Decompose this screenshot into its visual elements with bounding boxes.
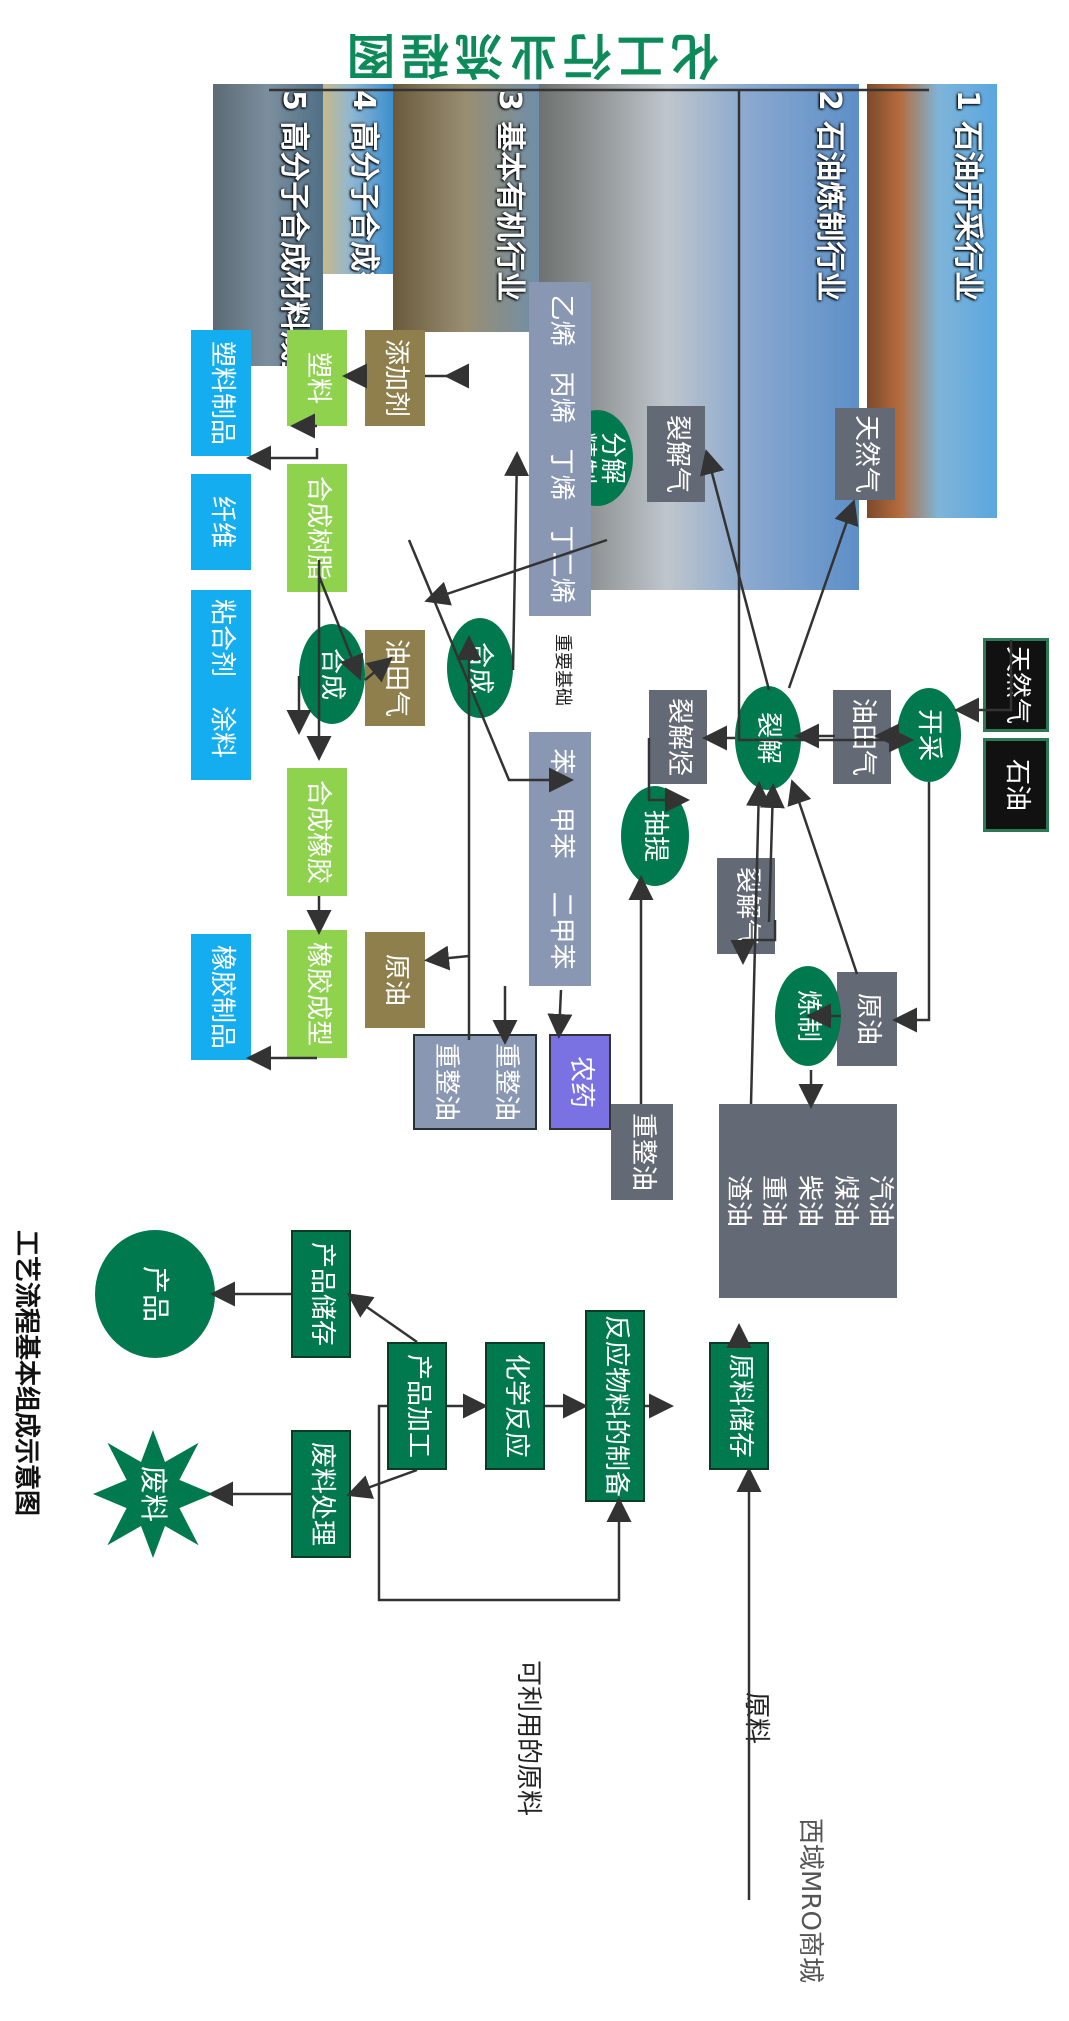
page-title-text: 化工行业流程图: [341, 27, 720, 83]
